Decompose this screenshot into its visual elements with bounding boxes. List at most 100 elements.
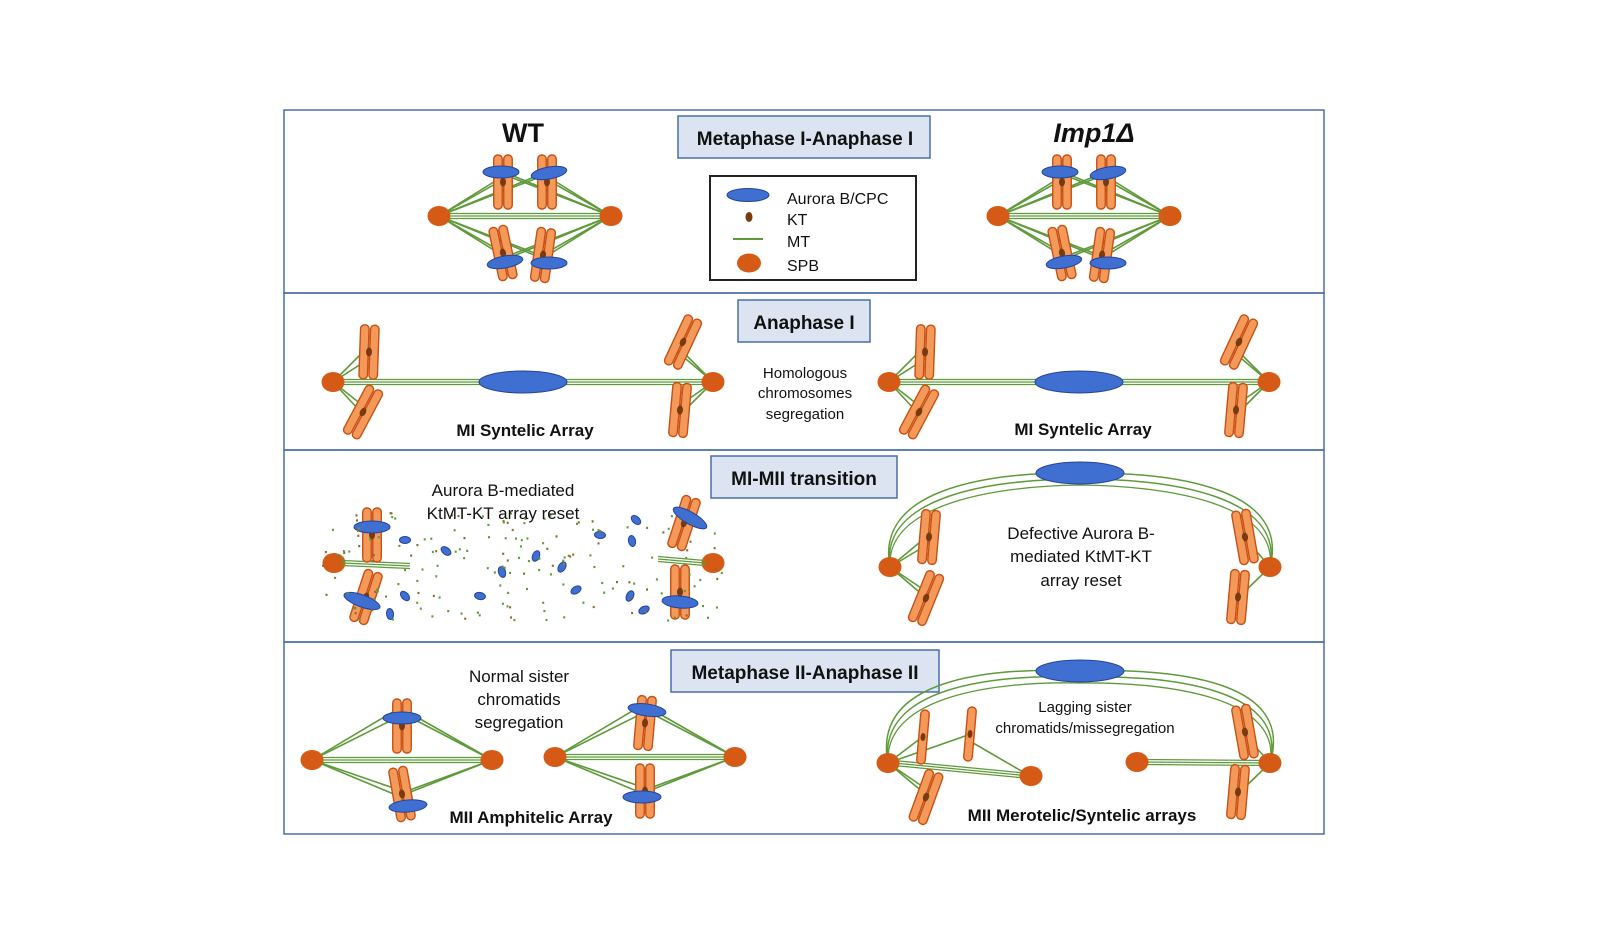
mt-fragment [593, 565, 596, 569]
microtubule [967, 739, 1031, 777]
mt-fragment [376, 590, 379, 593]
kinetochore [921, 347, 929, 357]
spb [321, 372, 345, 392]
mt-fragment [713, 532, 716, 535]
panel4-frame [283, 641, 1325, 835]
mt-fragment [499, 584, 502, 587]
aurora-b-cpc [497, 566, 507, 578]
mt-fragment [646, 588, 648, 591]
kinetochore [359, 407, 367, 417]
mt-fragment [436, 564, 439, 567]
mt-fragment [373, 597, 376, 600]
chromosome [908, 768, 944, 826]
mt-fragment [369, 538, 372, 541]
mt-fragment [567, 554, 570, 557]
p4-left-caption: MII Amphitelic Array [449, 808, 613, 827]
mt-fragment [699, 578, 702, 582]
kinetochore [925, 532, 933, 542]
mt-fragment [435, 575, 438, 578]
mt-fragment [431, 615, 434, 618]
mt-fragment [667, 619, 670, 622]
spb [701, 553, 725, 573]
mt-fragment [348, 550, 351, 553]
chromosome [1088, 226, 1116, 284]
spb [1019, 766, 1043, 786]
mt-fragment [670, 515, 673, 518]
mt-fragment [463, 557, 466, 560]
chromosome [917, 508, 941, 566]
spb [1258, 557, 1282, 577]
panel3-title: MI-MII transition [731, 469, 877, 490]
mt-fragment [343, 551, 346, 555]
mt-fragment [357, 534, 360, 537]
aurora-b-cpc [625, 590, 635, 602]
spb [1158, 206, 1182, 226]
mt-fragment [447, 610, 450, 613]
mt-fragment [435, 550, 438, 553]
chromosome [907, 570, 945, 626]
mt-fragment [526, 537, 529, 540]
microtubule [657, 555, 706, 562]
p4-left-line1: Normal sister [469, 667, 569, 686]
mt-fragment [466, 549, 469, 552]
mt-fragment [398, 544, 401, 547]
mt-fragment [611, 587, 614, 590]
chromosome [358, 324, 380, 380]
aurora-b-cpc [399, 590, 411, 602]
mt-fragment [715, 567, 718, 570]
microtubule [554, 706, 640, 758]
mt-fragment [503, 566, 506, 569]
aurora-b-cpc [672, 506, 708, 530]
mt-fragment [549, 514, 552, 517]
mt-fragment [715, 606, 718, 609]
microtubule [657, 560, 706, 567]
mt-fragment [404, 569, 406, 572]
mt-fragment [518, 556, 520, 559]
mt-fragment [520, 539, 523, 542]
mt-fragment [464, 617, 467, 620]
mt-fragment [660, 592, 663, 595]
microtubule [311, 709, 397, 761]
mt-fragment [562, 583, 565, 586]
microtubule [893, 759, 1031, 775]
microtubule [657, 558, 706, 564]
mt-fragment [572, 553, 575, 556]
microtubule-arc [885, 669, 1275, 764]
kinetochore [920, 733, 926, 741]
panel1-title-box [677, 115, 931, 159]
mt-fragment [515, 537, 517, 540]
mt-fragment [478, 614, 481, 617]
mt-fragment [419, 607, 422, 610]
mt-fragment [416, 601, 419, 604]
spb [878, 557, 902, 577]
mt-fragment [341, 556, 344, 559]
mt-fragment [538, 557, 541, 560]
mt-fragment [707, 616, 709, 619]
kinetochore [365, 347, 373, 357]
p4-left-line3: segregation [475, 713, 564, 732]
mt-fragment [582, 601, 585, 604]
spb [877, 372, 901, 392]
mt-fragment [377, 536, 380, 539]
mt-fragment [691, 523, 694, 526]
chromosome [1226, 763, 1250, 821]
chromosome [1231, 508, 1259, 566]
kinetochore [1241, 727, 1249, 737]
mt-fragment [693, 585, 696, 588]
mt-fragment [683, 590, 686, 593]
mt-fragment [551, 564, 554, 567]
chromosome [362, 507, 382, 563]
mt-fragment [526, 587, 528, 591]
kinetochore-dot-icon [745, 212, 753, 222]
mt-fragment [511, 528, 514, 532]
mt-fragment [510, 616, 512, 619]
mt-fragment [394, 517, 397, 520]
mt-fragment [546, 547, 549, 550]
aurora-b-cpc [557, 561, 567, 573]
mt-fragment [354, 612, 357, 615]
spb [986, 206, 1010, 226]
microtubule [438, 174, 540, 217]
mt-fragment [646, 526, 649, 529]
chromosome [898, 384, 940, 440]
mt-fragment [689, 540, 692, 543]
